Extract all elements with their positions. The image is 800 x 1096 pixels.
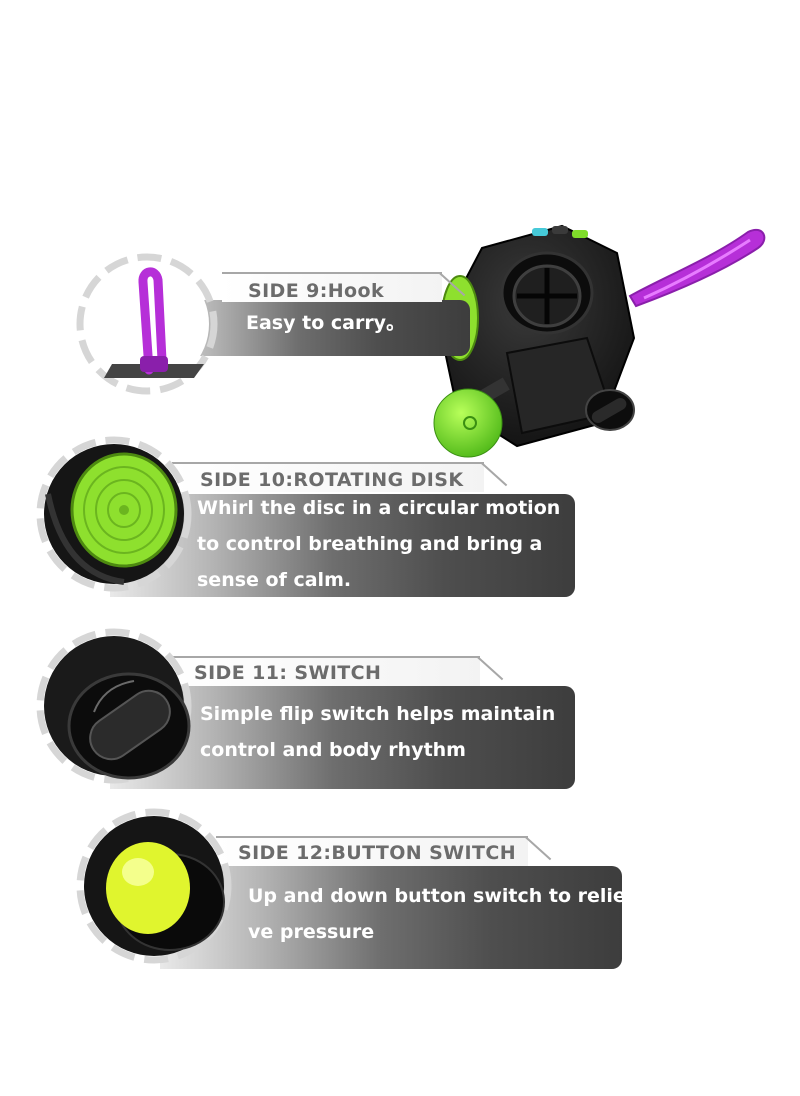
feature-description-line: sense of calm. bbox=[197, 569, 352, 591]
feature-title-tab bbox=[222, 272, 442, 302]
button-switch-icon bbox=[76, 808, 232, 964]
feature-title: SIDE 11: SWITCH bbox=[194, 662, 382, 684]
feature-description-line: Simple flip switch helps maintain bbox=[200, 703, 556, 725]
feature-title-tab bbox=[216, 836, 528, 866]
feature-side-11: SIDE 11: SWITCH Simple flip switch helps… bbox=[0, 626, 800, 796]
feature-side-10: SIDE 10:ROTATING DISK Whirl the disc in … bbox=[0, 436, 800, 608]
tab-divider bbox=[480, 462, 508, 487]
feature-title: SIDE 9:Hook bbox=[248, 280, 384, 302]
feature-description-line: Up and down button switch to relie- bbox=[248, 885, 634, 907]
feature-title: SIDE 12:BUTTON SWITCH bbox=[238, 842, 517, 864]
feature-description-line: ve pressure bbox=[248, 921, 375, 943]
feature-panel bbox=[160, 866, 622, 969]
feature-title: SIDE 10:ROTATING DISK bbox=[200, 469, 464, 491]
feature-title-tab bbox=[172, 462, 484, 492]
feature-description-line: Whirl the disc in a circular motion bbox=[197, 497, 561, 519]
feature-title-tab bbox=[168, 656, 480, 686]
rotating-disk-icon bbox=[36, 436, 192, 592]
feature-side-12: SIDE 12:BUTTON SWITCH Up and down button… bbox=[0, 808, 800, 978]
flip-switch-icon bbox=[36, 628, 192, 784]
feature-description-line: control and body rhythm bbox=[200, 739, 466, 761]
feature-description-line: Easy to carry。 bbox=[246, 312, 406, 334]
hook-icon bbox=[76, 253, 218, 395]
feature-side-9: SIDE 9:Hook Easy to carry。 bbox=[0, 250, 800, 410]
tab-divider bbox=[524, 836, 552, 861]
tab-divider bbox=[476, 656, 504, 681]
feature-description-line: to control breathing and bring a bbox=[197, 533, 543, 555]
tab-divider bbox=[438, 272, 466, 297]
